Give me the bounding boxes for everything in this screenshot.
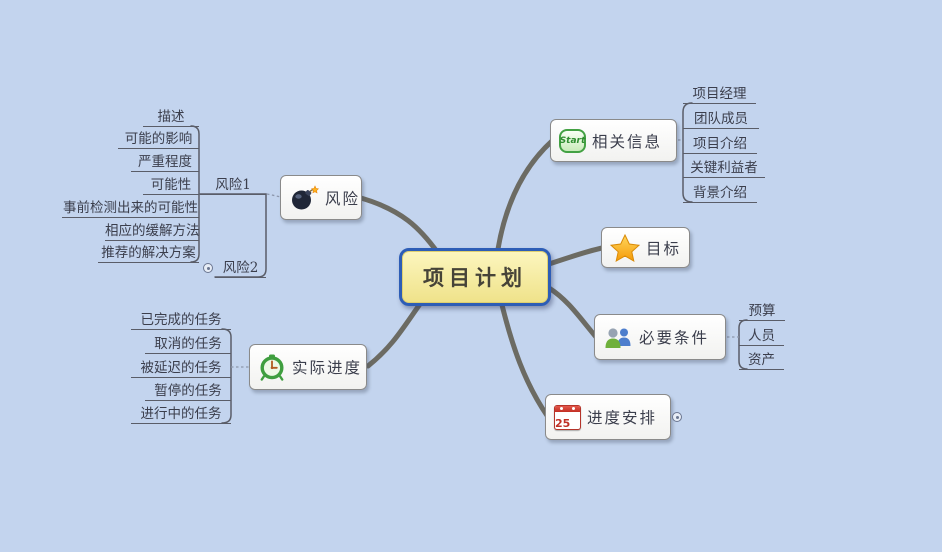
subtopic[interactable]: 已完成的任务 [131, 312, 231, 330]
topic-schedule[interactable]: 25 进度安排 [545, 394, 671, 440]
subtopic[interactable]: 描述 [143, 109, 199, 127]
subtopic[interactable]: 相应的缓解方法 [105, 223, 200, 241]
subtopic[interactable]: 预算 [739, 303, 785, 321]
star-icon [610, 233, 640, 262]
start-icon: Start [559, 128, 586, 153]
topic-label: 目标 [646, 239, 682, 258]
topic-label: 进度安排 [587, 409, 658, 427]
subtopic[interactable]: 人员 [739, 328, 784, 346]
people-icon [603, 325, 633, 350]
subtopic[interactable]: 团队成员 [683, 111, 759, 129]
subtopic[interactable]: 可能性 [143, 177, 199, 195]
topic-requirements[interactable]: 必要条件 [594, 314, 726, 360]
subtopic[interactable]: 推荐的解决方案 [98, 245, 199, 263]
center-topic[interactable]: 项目计划 [399, 248, 551, 306]
subtopic[interactable]: 暂停的任务 [145, 383, 231, 401]
subtopic[interactable]: 可能的影响 [118, 131, 199, 149]
subtopic[interactable]: 关键利益者 [683, 160, 765, 178]
calendar-icon: 25 [554, 404, 581, 430]
subtopic[interactable]: 进行中的任务 [131, 406, 231, 424]
subtopic[interactable]: 被延迟的任务 [131, 360, 231, 378]
expand-icon-risk2[interactable] [203, 263, 213, 273]
topic-goal[interactable]: 目标 [601, 227, 690, 268]
topic-actual-progress[interactable]: 实际进度 [249, 344, 367, 390]
subtopic[interactable]: 事前检测出来的可能性 [62, 200, 199, 218]
topic-risk[interactable]: 风险 [280, 175, 362, 220]
calendar-day: 25 [555, 416, 571, 430]
topic-label: 实际进度 [292, 359, 363, 377]
topic-related-info[interactable]: Start 相关信息 [550, 119, 677, 162]
subtopic[interactable]: 项目经理 [683, 86, 756, 104]
subtopic[interactable]: 严重程度 [131, 154, 199, 172]
topic-label: 必要条件 [639, 329, 710, 347]
subtopic[interactable]: 资产 [739, 352, 784, 370]
subtopic[interactable]: 取消的任务 [145, 336, 231, 354]
subtopic-risk2[interactable]: 风险2 [215, 260, 266, 278]
expand-icon-schedule[interactable] [672, 412, 682, 422]
topic-label: 风险 [325, 189, 361, 208]
clock-icon [258, 354, 286, 381]
topic-label: 相关信息 [592, 132, 663, 151]
bomb-icon [289, 184, 319, 211]
subtopic[interactable]: 背景介绍 [683, 185, 757, 203]
subtopic[interactable]: 项目介绍 [683, 136, 757, 154]
subtopic-risk1[interactable]: 风险1 [200, 177, 266, 195]
